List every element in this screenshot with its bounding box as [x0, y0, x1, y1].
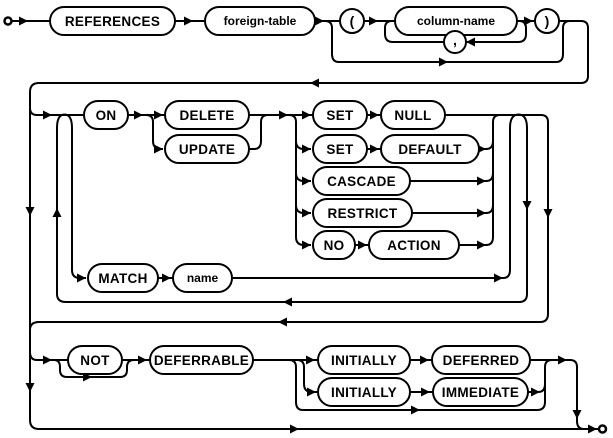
node-cascade: CASCADE [312, 166, 411, 196]
node-restrict-label: RESTRICT [328, 206, 398, 221]
node-foreign-table-label: foreign-table [224, 14, 297, 28]
node-references: REFERENCES [49, 6, 176, 36]
node-comma: , [443, 30, 467, 54]
arrowheads [19, 16, 597, 434]
node-comma-label: , [453, 32, 457, 48]
node-immediate-label: IMMEDIATE [442, 385, 519, 400]
node-default-label: DEFAULT [398, 142, 462, 157]
node-action-label: ACTION [387, 238, 441, 253]
node-delete: DELETE [164, 100, 250, 130]
node-set-1: SET [312, 100, 368, 130]
node-immediate: IMMEDIATE [432, 377, 529, 407]
node-references-label: REFERENCES [65, 14, 160, 29]
node-initially-1-label: INITIALLY [331, 353, 397, 368]
node-deferred-label: DEFERRED [443, 353, 520, 368]
node-set-2: SET [312, 134, 368, 164]
end-terminal-icon [597, 424, 608, 434]
node-open-paren: ( [339, 8, 365, 34]
node-name: name [172, 263, 233, 293]
node-null-label: NULL [394, 108, 431, 123]
node-deferrable: DEFERRABLE [149, 345, 254, 375]
node-set-1-label: SET [326, 108, 354, 123]
node-update: UPDATE [164, 134, 250, 164]
node-column-name-label: column-name [417, 14, 495, 28]
node-no-label: NO [324, 238, 345, 253]
node-delete-label: DELETE [179, 108, 234, 123]
node-open-paren-label: ( [350, 13, 355, 29]
node-initially-2: INITIALLY [317, 377, 411, 407]
node-update-label: UPDATE [179, 142, 235, 157]
node-no: NO [312, 230, 356, 260]
node-action: ACTION [368, 230, 460, 260]
node-initially-1: INITIALLY [317, 345, 411, 375]
node-deferrable-label: DEFERRABLE [154, 353, 249, 368]
start-terminal-icon [3, 16, 13, 26]
node-close-paren-label: ) [545, 13, 550, 29]
node-match: MATCH [87, 263, 159, 293]
node-cascade-label: CASCADE [327, 174, 396, 189]
node-on: ON [83, 100, 129, 130]
node-null: NULL [380, 100, 446, 130]
node-name-label: name [187, 271, 219, 285]
node-set-2-label: SET [326, 142, 354, 157]
node-deferred: DEFERRED [431, 345, 531, 375]
node-close-paren: ) [534, 8, 560, 34]
node-foreign-table: foreign-table [204, 6, 316, 36]
node-not: NOT [67, 345, 123, 375]
node-match-label: MATCH [98, 271, 147, 286]
node-restrict: RESTRICT [312, 198, 413, 228]
node-default: DEFAULT [380, 134, 480, 164]
node-initially-2-label: INITIALLY [331, 385, 397, 400]
node-on-label: ON [96, 108, 117, 123]
node-not-label: NOT [80, 353, 110, 368]
